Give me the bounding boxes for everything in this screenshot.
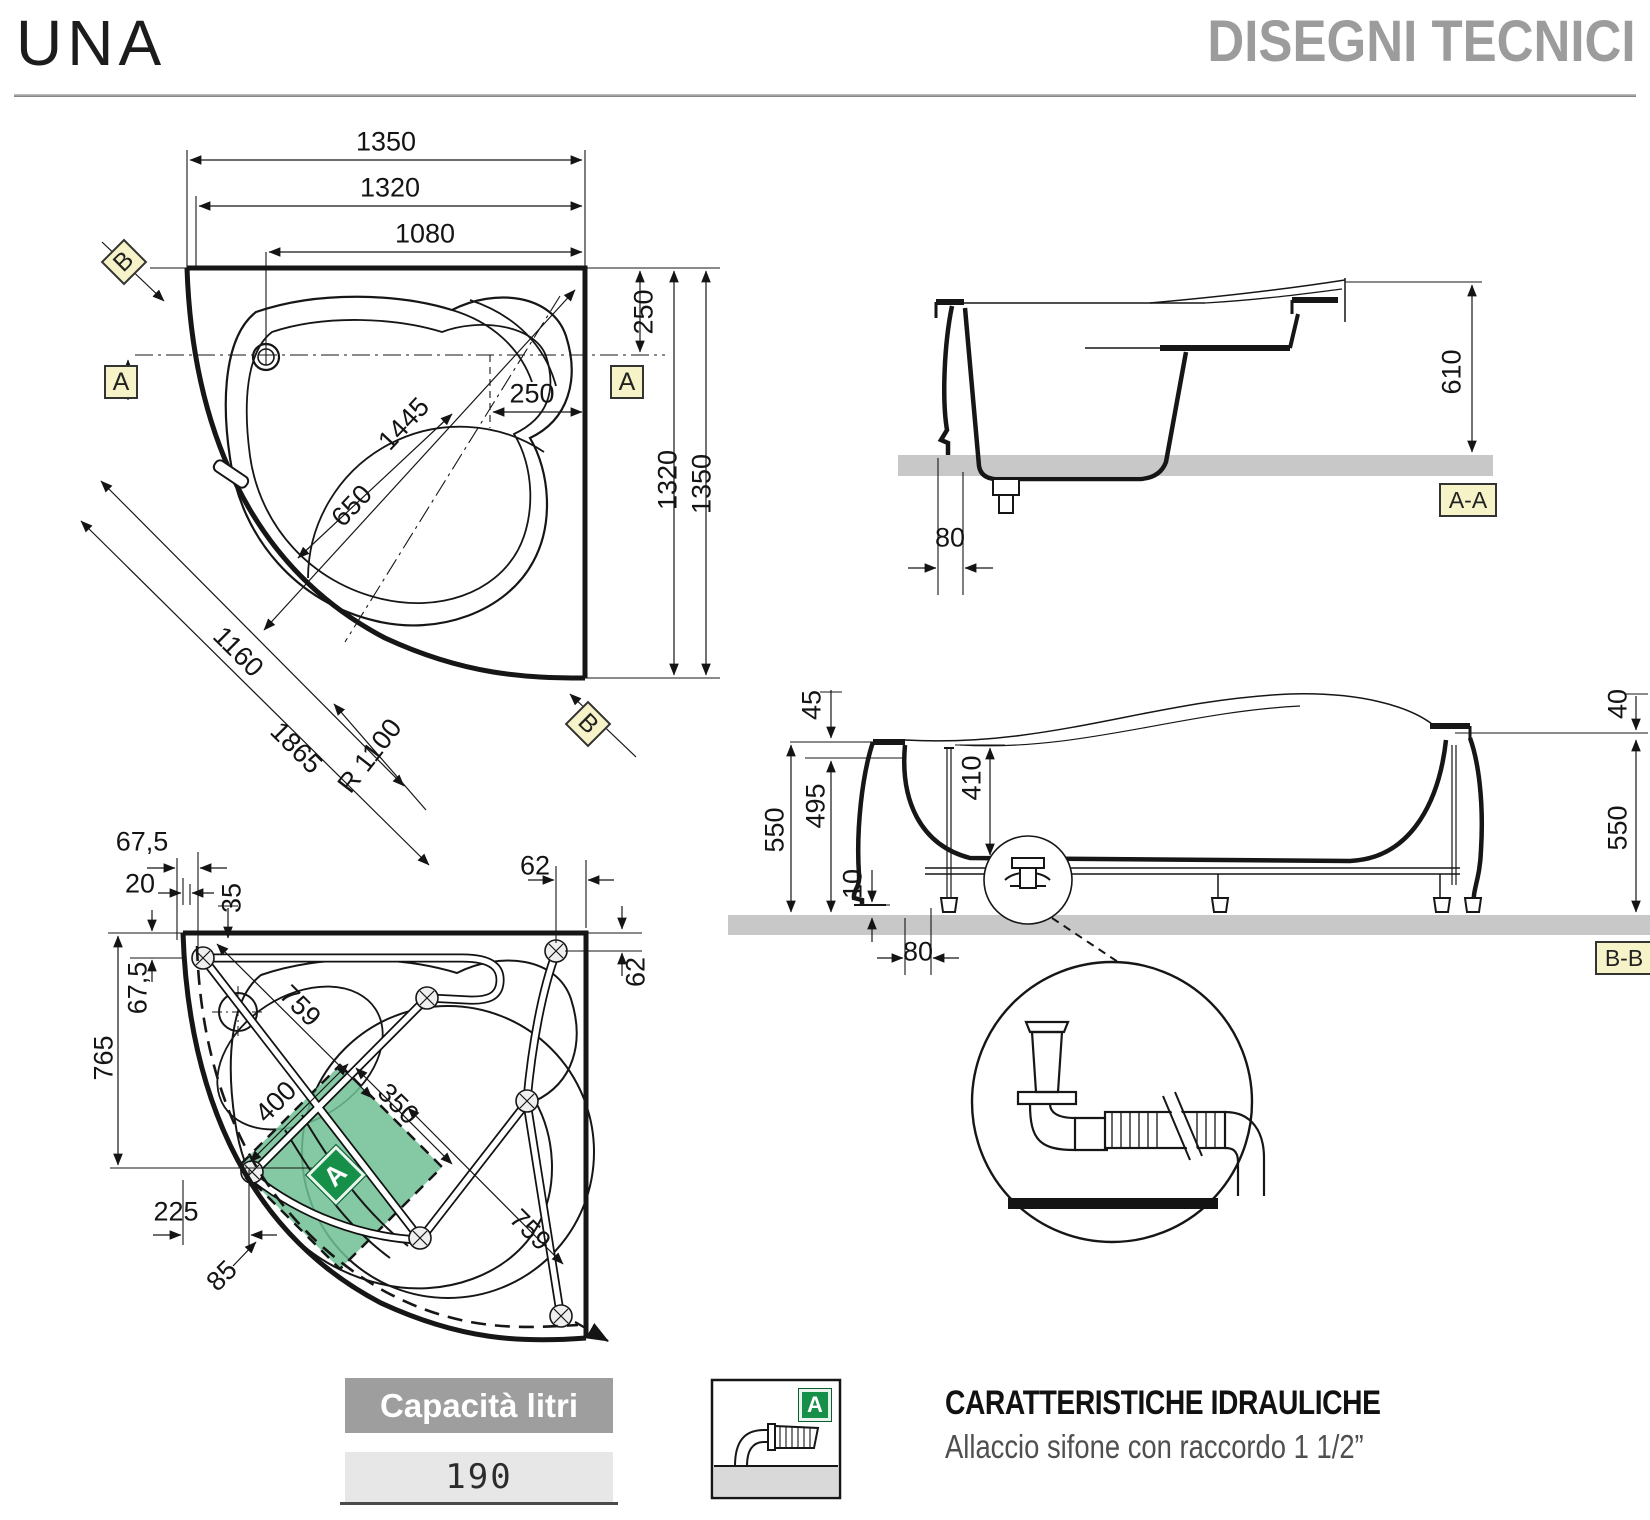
dim-bb-height-right: 550 <box>1602 805 1633 851</box>
siphon-detail <box>970 960 1266 1244</box>
header-divider <box>14 94 1636 97</box>
section-view-aa <box>898 278 1493 595</box>
dim-screw-right: 62 <box>620 956 651 988</box>
dim-frame-height: 765 <box>88 1035 119 1081</box>
section-label-bb: B-B <box>1595 941 1650 975</box>
plan-view-top <box>80 150 720 866</box>
dim-corner-offset: 67,5 <box>115 826 169 857</box>
capacity-value: 190 <box>345 1452 613 1502</box>
dim-offset-top: 250 <box>628 289 659 335</box>
dim-bb-rim-overhang: 40 <box>1602 688 1633 720</box>
dim-height-rim: 1320 <box>652 449 683 511</box>
capacity-underline <box>340 1502 618 1505</box>
dim-bb-drain-offset: 80 <box>902 936 934 967</box>
dim-bb-rim-drop: 45 <box>796 689 827 721</box>
dim-offset-inner: 250 <box>509 378 555 409</box>
dim-aa-drain-offset: 80 <box>934 522 966 553</box>
sheet-title: DISEGNI TECNICI <box>1207 9 1636 74</box>
dim-height-total: 1350 <box>686 453 717 515</box>
dim-screw-left: 67,5 <box>122 961 153 1015</box>
dim-aa-height: 610 <box>1436 349 1467 395</box>
section-label-aa: A-A <box>1439 483 1497 517</box>
page-title: UNA <box>16 7 167 79</box>
zone-marker-a-legend: A <box>798 1388 832 1422</box>
dim-bb-floor-gap: 10 <box>837 868 868 900</box>
siphon-legend-box <box>710 1378 842 1500</box>
dim-pad-offset: 225 <box>153 1196 199 1227</box>
dim-bb-depth: 410 <box>956 755 987 801</box>
capacity-header: Capacità litri <box>345 1378 613 1433</box>
dim-width-inner: 1080 <box>394 218 456 249</box>
section-marker-a-left: A <box>104 365 138 399</box>
section-marker-a-right: A <box>610 365 644 399</box>
dim-bb-skirt-height: 495 <box>800 783 831 829</box>
dim-edge-offset: 20 <box>124 868 156 899</box>
dim-rail-offset: 35 <box>216 882 247 914</box>
dim-bb-height-left: 550 <box>759 807 790 853</box>
section-view-bb <box>728 690 1650 975</box>
dim-screw-top: 62 <box>519 850 551 881</box>
hydraulics-title: CARATTERISTICHE IDRAULICHE <box>945 1384 1381 1422</box>
dim-width-rim: 1320 <box>359 172 421 203</box>
dim-width-total: 1350 <box>355 126 417 157</box>
hydraulics-subtitle: Allaccio sifone con raccordo 1 1/2” <box>945 1428 1364 1465</box>
